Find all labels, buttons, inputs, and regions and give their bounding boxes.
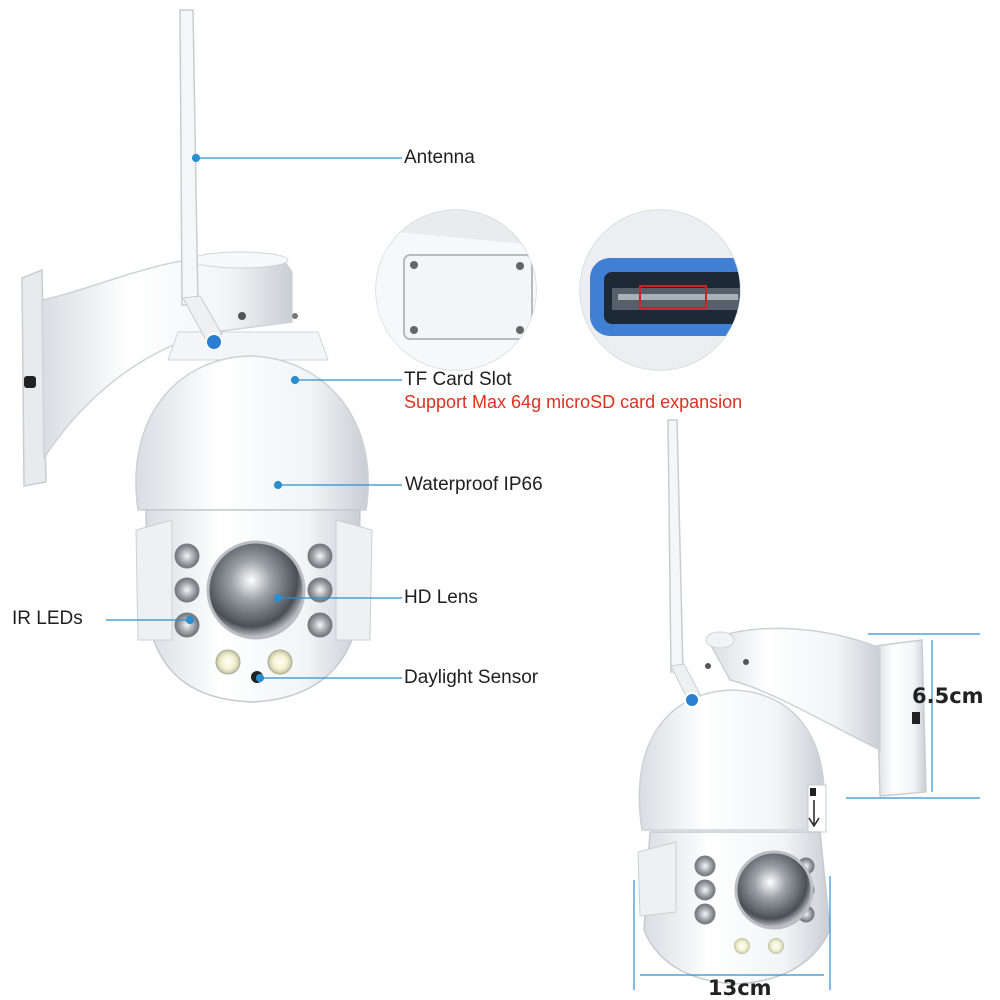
waterproof-label: Waterproof IP66 xyxy=(405,474,543,495)
tf-card-cover-closeup xyxy=(375,209,537,371)
leader-lines xyxy=(106,153,402,683)
dimension-lines xyxy=(633,633,980,990)
hd-lens-label: HD Lens xyxy=(404,587,478,608)
main-camera xyxy=(21,9,373,703)
daylight-sensor-label: Daylight Sensor xyxy=(404,667,539,688)
tf-card-slot-closeup xyxy=(579,209,741,371)
side-view-camera xyxy=(637,419,927,985)
tf-card-slot-label: TF Card Slot xyxy=(404,369,512,390)
width-dimension: 13cm xyxy=(708,976,772,1000)
height-dimension: 6.5cm xyxy=(912,684,984,708)
tf-card-note: Support Max 64g microSD card expansion xyxy=(404,392,743,412)
antenna-icon xyxy=(179,9,223,351)
antenna-label: Antenna xyxy=(404,147,475,168)
ir-leds-label: IR LEDs xyxy=(12,608,83,629)
